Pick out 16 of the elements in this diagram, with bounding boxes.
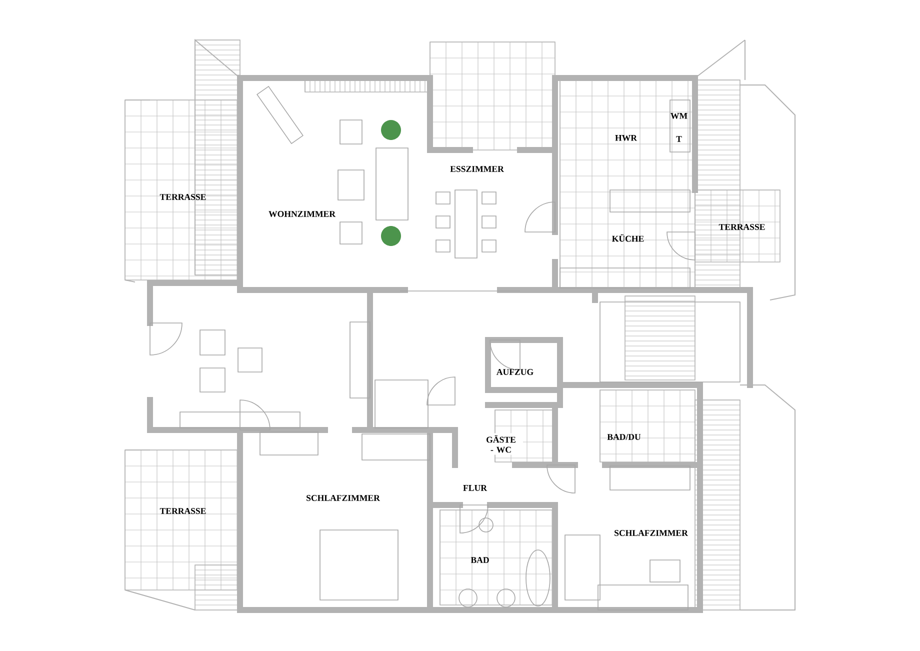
room-label: HWR [615,135,638,141]
room-label: KÜCHE [612,234,644,242]
room-label: AUFZUG [496,369,534,375]
room-label: TERRASSE [718,224,765,230]
room-label: ESSZIMMER [450,166,504,172]
room-label: TERRASSE [160,194,206,200]
room-label: WM [670,113,688,119]
room-label: GÄSTE - WC [479,433,523,455]
room-label: SCHLAFZIMMER [614,530,688,536]
room-label: T [676,136,682,142]
room-label: BAD/DU [607,434,641,440]
room-label: WOHNZIMMER [268,211,336,217]
room-label: BAD [470,557,489,563]
room-label: TERRASSE [160,508,206,514]
room-label: SCHLAFZIMMER [306,495,380,501]
room-label: FLUR [463,485,488,491]
